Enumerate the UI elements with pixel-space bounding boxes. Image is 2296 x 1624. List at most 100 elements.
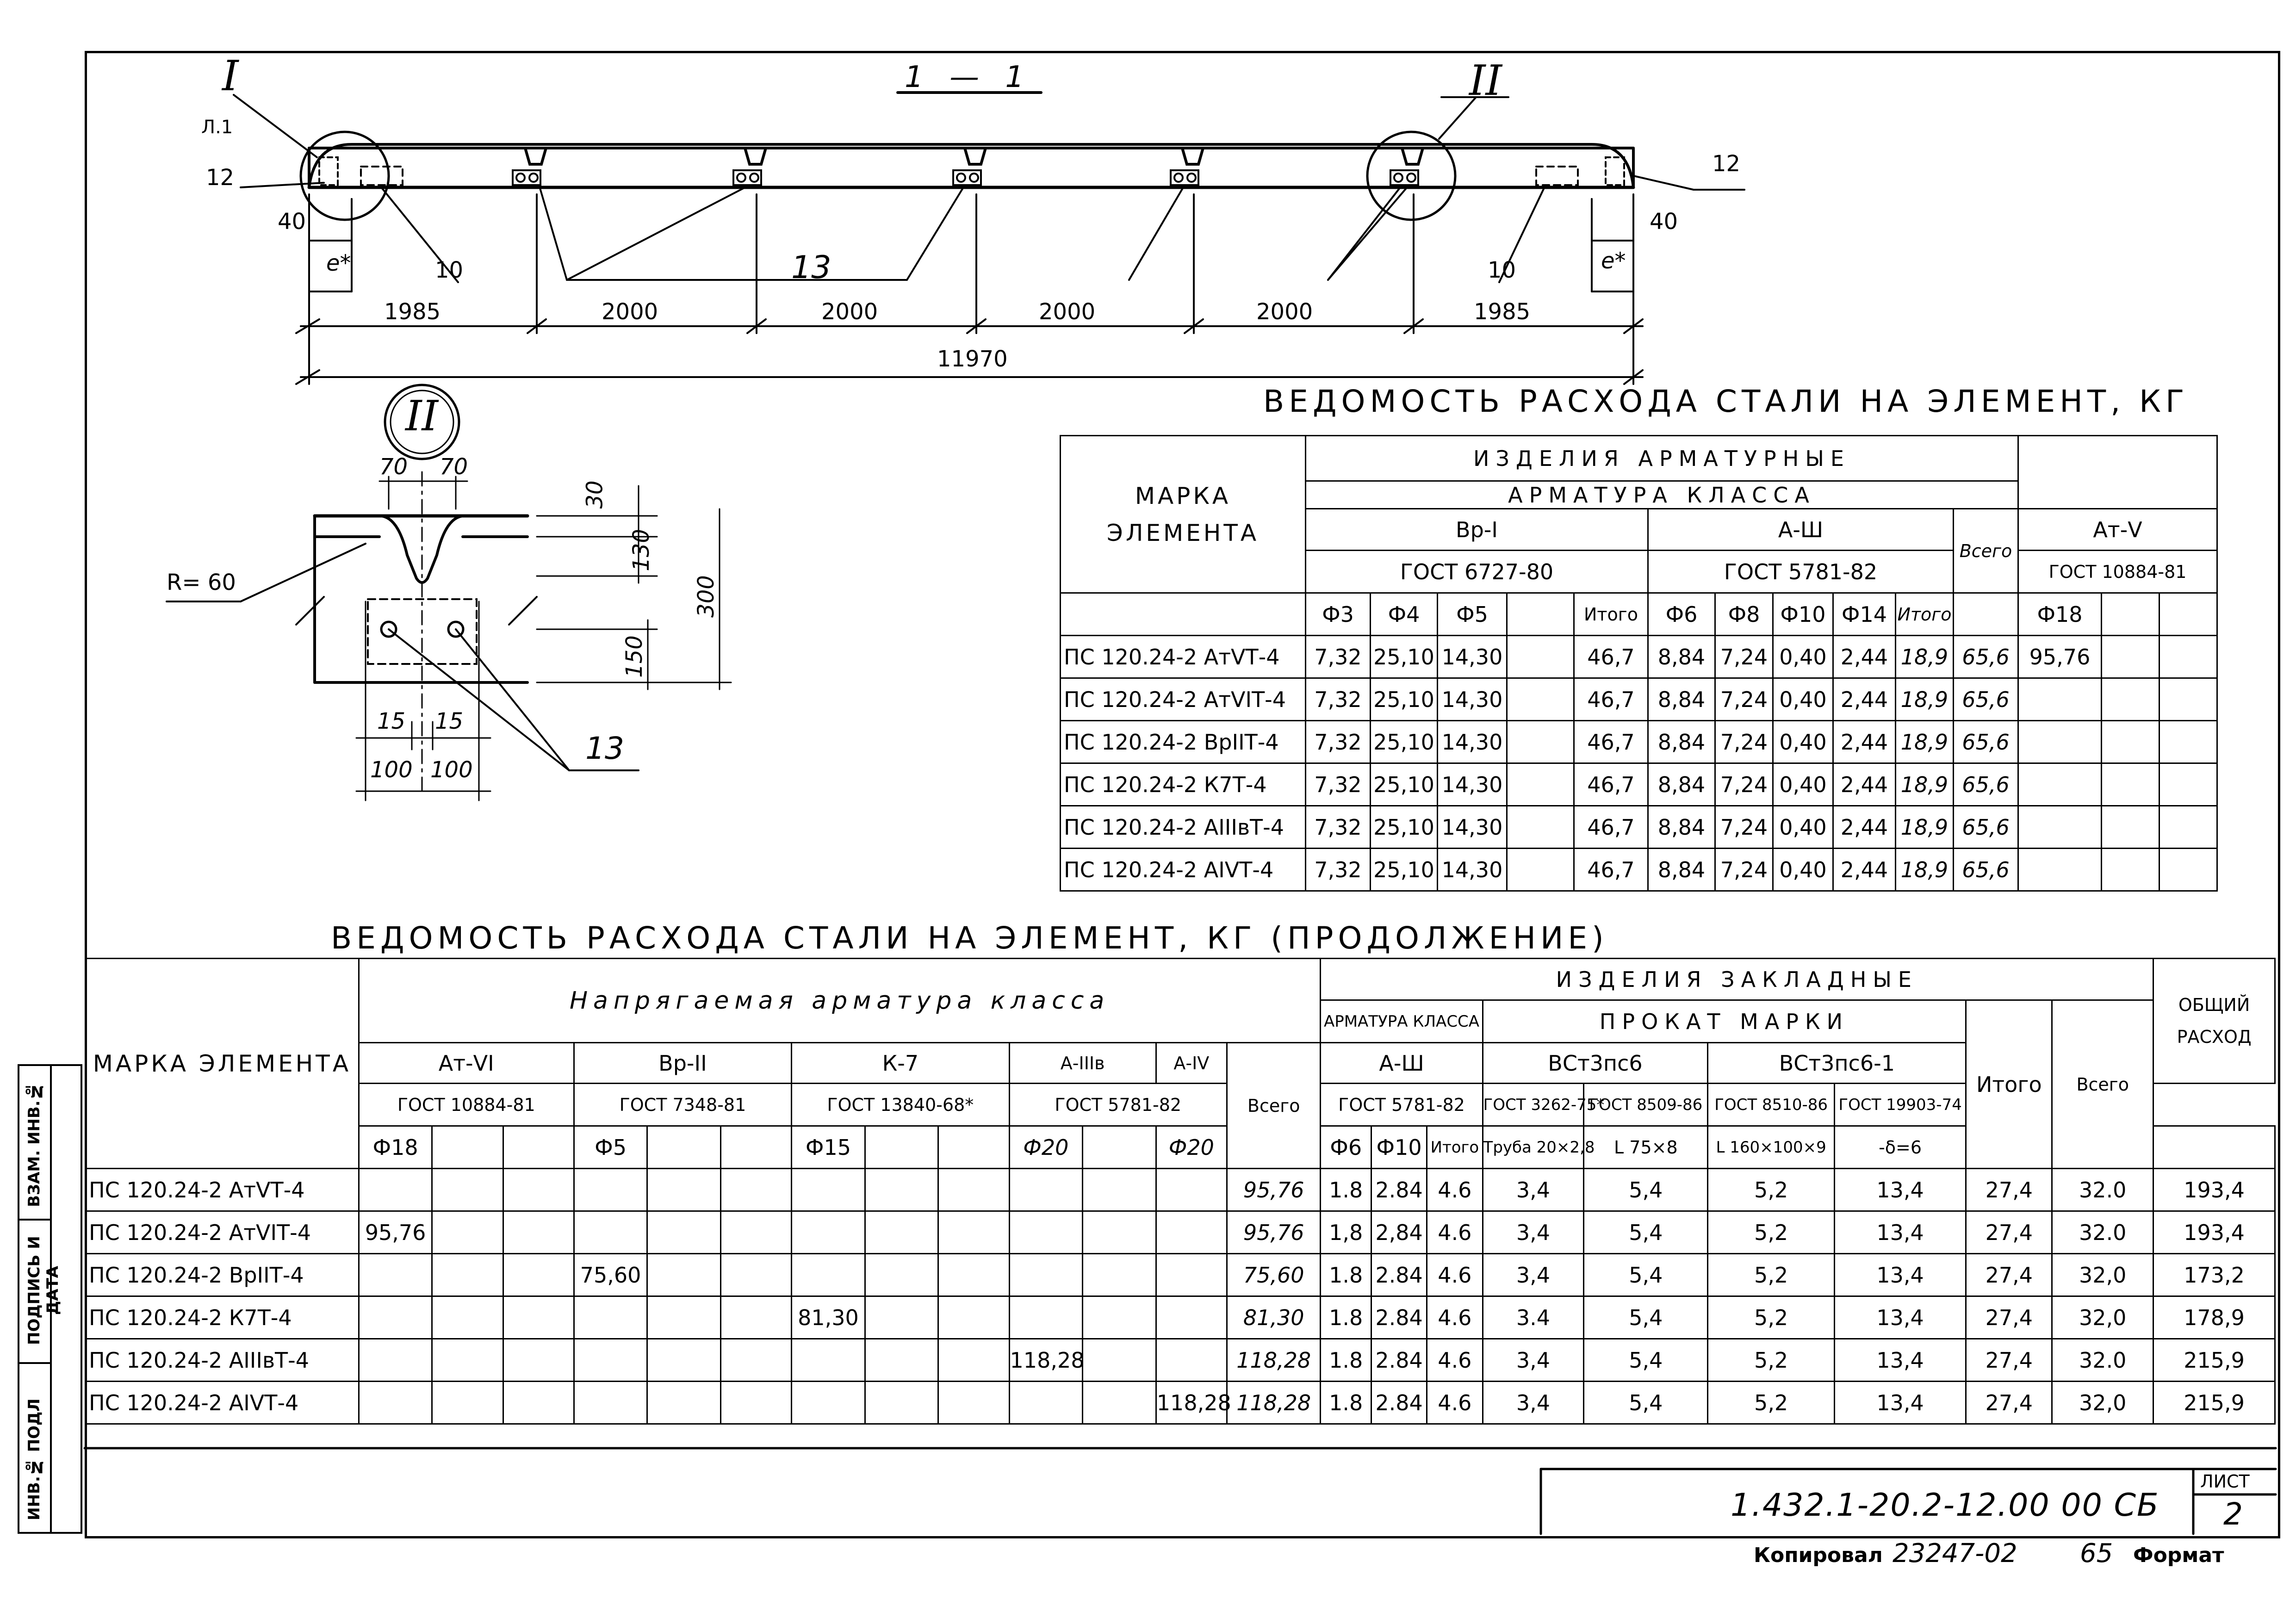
t2-head-empty-1 [431,1125,504,1169]
t1-cell: 2,44 [1832,848,1896,892]
t1-head-at5: Ат-V [2017,508,2218,551]
t2-cell [937,1253,1010,1297]
t1-cell: 25,10 [1370,635,1438,679]
t2-cell-mark: ПС 120.24-2 К7Т-4 [85,1295,360,1339]
t1-cell [2017,762,2103,806]
sidebar-stamp: ИНВ.№ ПОДЛ ПОДПИСЬ И ДАТА ВЗАМ. ИНВ.№ [18,1064,82,1534]
t1-head-gost-at5: ГОСТ 10884-81 [2017,550,2218,594]
t2-head-bp2: Вр-II [573,1042,793,1084]
t2-cell-mark: ПС 120.24-2 АIVТ-4 [85,1381,360,1425]
t2-cell [720,1295,793,1339]
t1-cell: 7,24 [1714,762,1774,806]
t1-cell: 25,10 [1370,720,1438,764]
t2-cell: 118,28 [1008,1338,1085,1382]
t2-cell [1082,1168,1157,1212]
t1-cell [2101,762,2160,806]
detail-dim-100b: 100 [430,757,473,783]
t1-head-d3: Ф3 [1305,592,1371,636]
t2-cell: 5,4 [1583,1381,1709,1425]
t2-cell: 1.8 [1320,1381,1372,1425]
t1-head-d6: Ф6 [1647,592,1716,636]
t1-cell: 7,24 [1714,635,1774,679]
t2-cell: 5,4 [1583,1295,1709,1339]
t2-cell [646,1338,721,1382]
t2-head-gost-a: ГОСТ 5781-82 [1008,1083,1228,1127]
t2-cell: 193,4 [2153,1168,2276,1212]
t2-cell [1155,1253,1228,1297]
slab-section-outline [307,143,1635,189]
t2-head-empty-6 [937,1125,1010,1169]
t2-cell: 13,4 [1833,1381,1967,1425]
t1-head-d8: Ф8 [1714,592,1774,636]
t2-cell [791,1253,866,1297]
t2-cell [720,1338,793,1382]
t2-head-truba: Труба 20×2,8 [1482,1125,1595,1169]
t2-cell [1155,1338,1228,1382]
t1-cell [2159,720,2218,764]
detail-dim-150: 150 [621,635,647,678]
dim-40-right: 40 [1650,209,1678,235]
t1-cell: 2,44 [1832,677,1896,721]
t2-cell [720,1168,793,1212]
t1-head-d14: Ф14 [1832,592,1896,636]
t1-cell [2017,720,2103,764]
t2-cell [646,1168,721,1212]
t2-cell-mark: ПС 120.24-2 АIIIвТ-4 [85,1338,360,1382]
t1-cell: 18,9 [1895,848,1954,892]
t2-head-gost-a3: ГОСТ 5781-82 [1320,1083,1483,1127]
t2-cell [720,1210,793,1254]
t2-cell: 5,2 [1707,1210,1835,1254]
t2-head-embedded: ИЗДЕЛИЯ ЗАКЛАДНЫЕ [1320,958,2154,1001]
t1-head-d5: Ф5 [1437,592,1508,636]
t2-cell [864,1338,939,1382]
t2-head-bst1: ВСт3пс6 [1482,1042,1709,1084]
t2-cell [646,1253,721,1297]
document-code: 1.432.1-20.2-12.00 00 СБ [1731,1487,2159,1524]
t2-cell [431,1338,504,1382]
detail-II-drawing [166,384,732,801]
dim-span-2: 2000 [602,299,658,325]
t1-cell: 25,10 [1370,805,1438,849]
t2-cell [791,1210,866,1254]
t2-cell: 13,4 [1833,1338,1967,1382]
t1-cell: 65,6 [1952,677,2019,721]
t2-cell: 4.6 [1426,1381,1483,1425]
t1-head-itogo2: Итого [1895,592,1954,636]
t1-cell: 7,24 [1714,677,1774,721]
t1-cell [2159,848,2218,892]
t2-cell: 27,4 [1965,1338,2053,1382]
detail-dim-70a: 70 [379,454,408,480]
t1-cell: 18,9 [1895,762,1954,806]
t1-cell-mark: ПС 120.24-2 АIIIвТ-4 [1060,805,1306,849]
t1-cell: 46,7 [1573,805,1649,849]
dimension-lines [295,193,1644,385]
t1-cell [2017,677,2103,721]
t2-cell: 2,84 [1370,1210,1428,1254]
t1-cell: 0,40 [1772,805,1834,849]
t2-cell: 178,9 [2153,1295,2276,1339]
sheet-frame [85,51,2280,1538]
t1-head-d18: Ф18 [2017,592,2103,636]
t2-cell [502,1295,575,1339]
t2-head-d18: Ф18 [358,1125,433,1169]
section-title: 1 — 1 [905,60,1033,94]
t2-head-arm-class: АРМАТУРА КЛАССА [1320,999,1483,1043]
t1-cell: 65,6 [1952,848,2019,892]
t2-head-gost-8509: ГОСТ 8509-86 [1583,1083,1709,1127]
t2-head-itogo: Итого [1965,999,2053,1169]
t2-head-empty-5 [864,1125,939,1169]
t1-cell [2101,848,2160,892]
t1-cell: 7,24 [1714,805,1774,849]
t2-cell: 81,30 [791,1295,866,1339]
t1-cell: 14,30 [1437,848,1508,892]
t2-cell [720,1381,793,1425]
steel-consumption-table: МАРКА ЭЛЕМЕНТА ИЗДЕЛИЯ АРМАТУРНЫЕ АРМАТУ… [1060,435,2218,892]
callout-I-label: I [222,52,239,100]
t2-cell: 118,28 [1155,1381,1231,1425]
t1-head-total: Всего [1952,508,2019,594]
t1-cell: 7,32 [1305,720,1371,764]
